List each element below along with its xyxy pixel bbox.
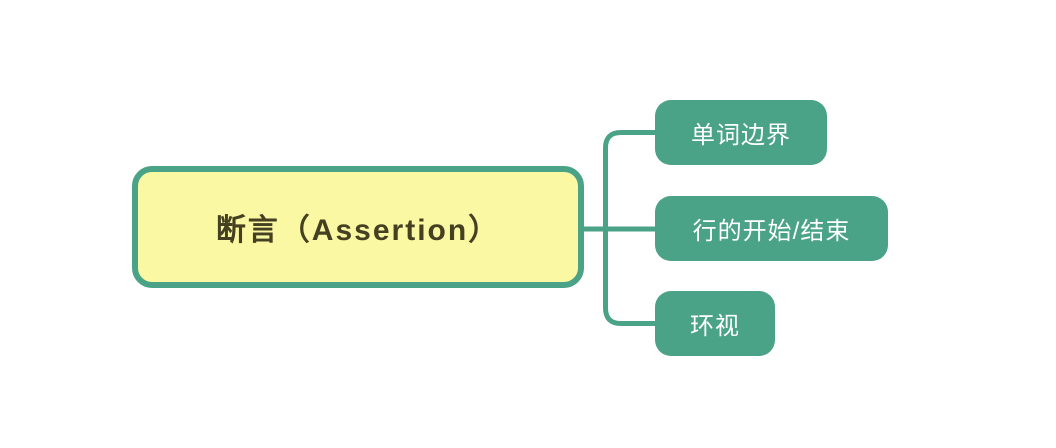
child-node-lookaround[interactable]: 环视 bbox=[655, 291, 775, 356]
child-node-line-start-end[interactable]: 行的开始/结束 bbox=[655, 196, 888, 261]
root-node-assertion[interactable]: 断言（Assertion） bbox=[132, 166, 584, 288]
connector-trunk-to-top-child bbox=[603, 130, 655, 231]
child-node-label: 环视 bbox=[690, 313, 740, 340]
root-node-label: 断言（Assertion） bbox=[215, 214, 501, 247]
child-node-word-boundary[interactable]: 单词边界 bbox=[655, 100, 827, 165]
connector-trunk-to-bottom-child bbox=[603, 227, 655, 326]
child-node-label: 单词边界 bbox=[691, 122, 791, 149]
child-node-label: 行的开始/结束 bbox=[692, 218, 851, 245]
